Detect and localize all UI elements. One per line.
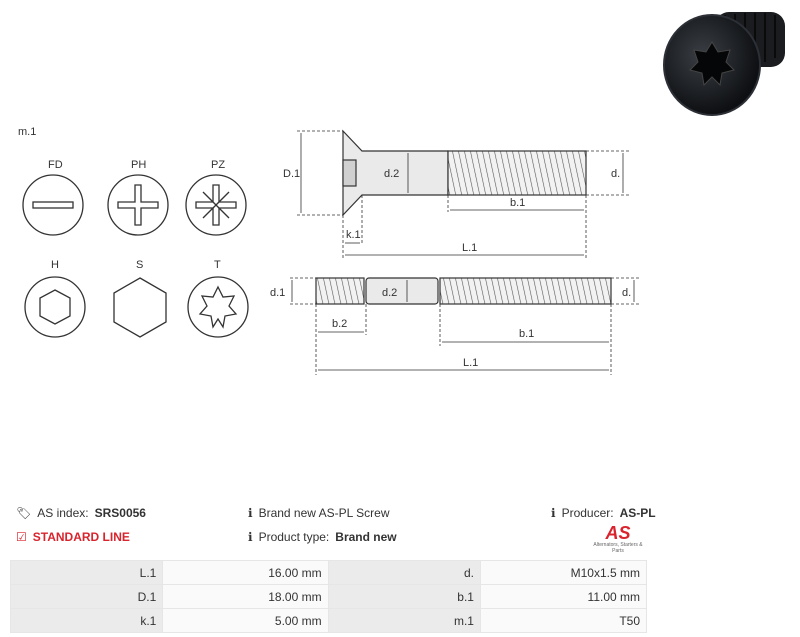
dim-label-b1-bottom: b.1: [519, 328, 534, 340]
dim-label-D1: D.1: [283, 168, 300, 180]
torx-drive-icon: [187, 276, 249, 338]
dim-label-d-bottom: d.: [622, 287, 631, 299]
spec-value: 18.00 mm: [162, 584, 329, 609]
info-icon: ℹ: [248, 506, 253, 520]
dim-label-d1: d.1: [270, 287, 285, 299]
torx-recess-icon: [689, 41, 735, 87]
spec-key: m.1: [327, 608, 481, 633]
dim-label-L1: L.1: [462, 242, 477, 254]
spec-value: 5.00 mm: [162, 608, 329, 633]
spec-value: T50: [479, 608, 648, 633]
head-label-pz: PZ: [211, 159, 225, 171]
dim-label-d: d.: [611, 168, 620, 180]
hex-head-icon: [113, 277, 167, 338]
dim-label-b1: b.1: [510, 197, 525, 209]
phillips-drive-icon: [107, 174, 169, 236]
producer-info: ℹ Producer: AS-PL: [551, 506, 656, 520]
dim-label-k1: k.1: [346, 229, 361, 241]
producer-value: AS-PL: [619, 506, 656, 520]
product-type-label: Product type:: [258, 530, 330, 544]
producer-label: Producer:: [561, 506, 614, 520]
info-icon: ℹ: [551, 506, 556, 520]
product-type-info: ℹ Product type: Brand new: [248, 530, 397, 544]
head-label-ph: PH: [131, 159, 146, 171]
standard-line-label: STANDARD LINE: [32, 530, 130, 544]
technical-drawing: m.1 FD PH PZ H S T: [18, 12, 785, 375]
standard-line-badge: ☑ STANDARD LINE: [16, 530, 130, 544]
table-row: k.1 5.00 mm m.1 T50: [9, 608, 648, 633]
product-type-value: Brand new: [335, 530, 397, 544]
as-index-label: AS index:: [37, 506, 89, 520]
dim-label-b2: b.2: [332, 318, 347, 330]
tag-icon: 🏷: [16, 506, 32, 520]
spec-key: d.: [327, 560, 481, 585]
as-pl-logo: AS Alternators, Starters & Parts: [587, 523, 649, 554]
brand-new-text: Brand new AS-PL Screw: [258, 506, 390, 520]
dim-label-L1-bottom: L.1: [463, 357, 478, 369]
spec-key: L.1: [9, 560, 164, 585]
info-icon: ℹ: [248, 530, 253, 544]
checkbox-icon: ☑: [16, 530, 27, 544]
logo-tagline: Alternators, Starters & Parts: [593, 542, 643, 554]
brand-new-info: ℹ Brand new AS-PL Screw: [248, 506, 390, 520]
head-label-fd: FD: [48, 159, 63, 171]
m1-label: m.1: [18, 126, 36, 138]
spec-value: M10x1.5 mm: [479, 560, 648, 585]
head-label-t: T: [214, 259, 221, 271]
pozidriv-drive-icon: [185, 174, 247, 236]
table-row: D.1 18.00 mm b.1 11.00 mm: [9, 584, 648, 609]
as-index-value: SRS0056: [94, 506, 146, 520]
spec-value: 11.00 mm: [479, 584, 648, 609]
dim-label-d2: d.2: [384, 168, 399, 180]
specs-table: L.1 16.00 mm d. M10x1.5 mm D.1 18.00 mm …: [9, 560, 648, 633]
head-label-h: H: [51, 259, 59, 271]
dim-label-d2-bottom: d.2: [382, 287, 397, 299]
table-row: L.1 16.00 mm d. M10x1.5 mm: [9, 560, 648, 585]
spec-key: D.1: [9, 584, 164, 609]
as-index: 🏷 AS index: SRS0056: [16, 506, 146, 520]
logo-text: AS: [605, 523, 631, 543]
stud-side-view: [315, 277, 612, 305]
screw-side-view: [342, 129, 587, 217]
spec-key: b.1: [327, 584, 481, 609]
slotted-drive-icon: [22, 174, 84, 236]
head-label-s: S: [136, 259, 143, 271]
hex-socket-icon: [24, 276, 86, 338]
spec-value: 16.00 mm: [162, 560, 329, 585]
spec-key: k.1: [9, 608, 164, 633]
product-photo: [663, 12, 785, 116]
